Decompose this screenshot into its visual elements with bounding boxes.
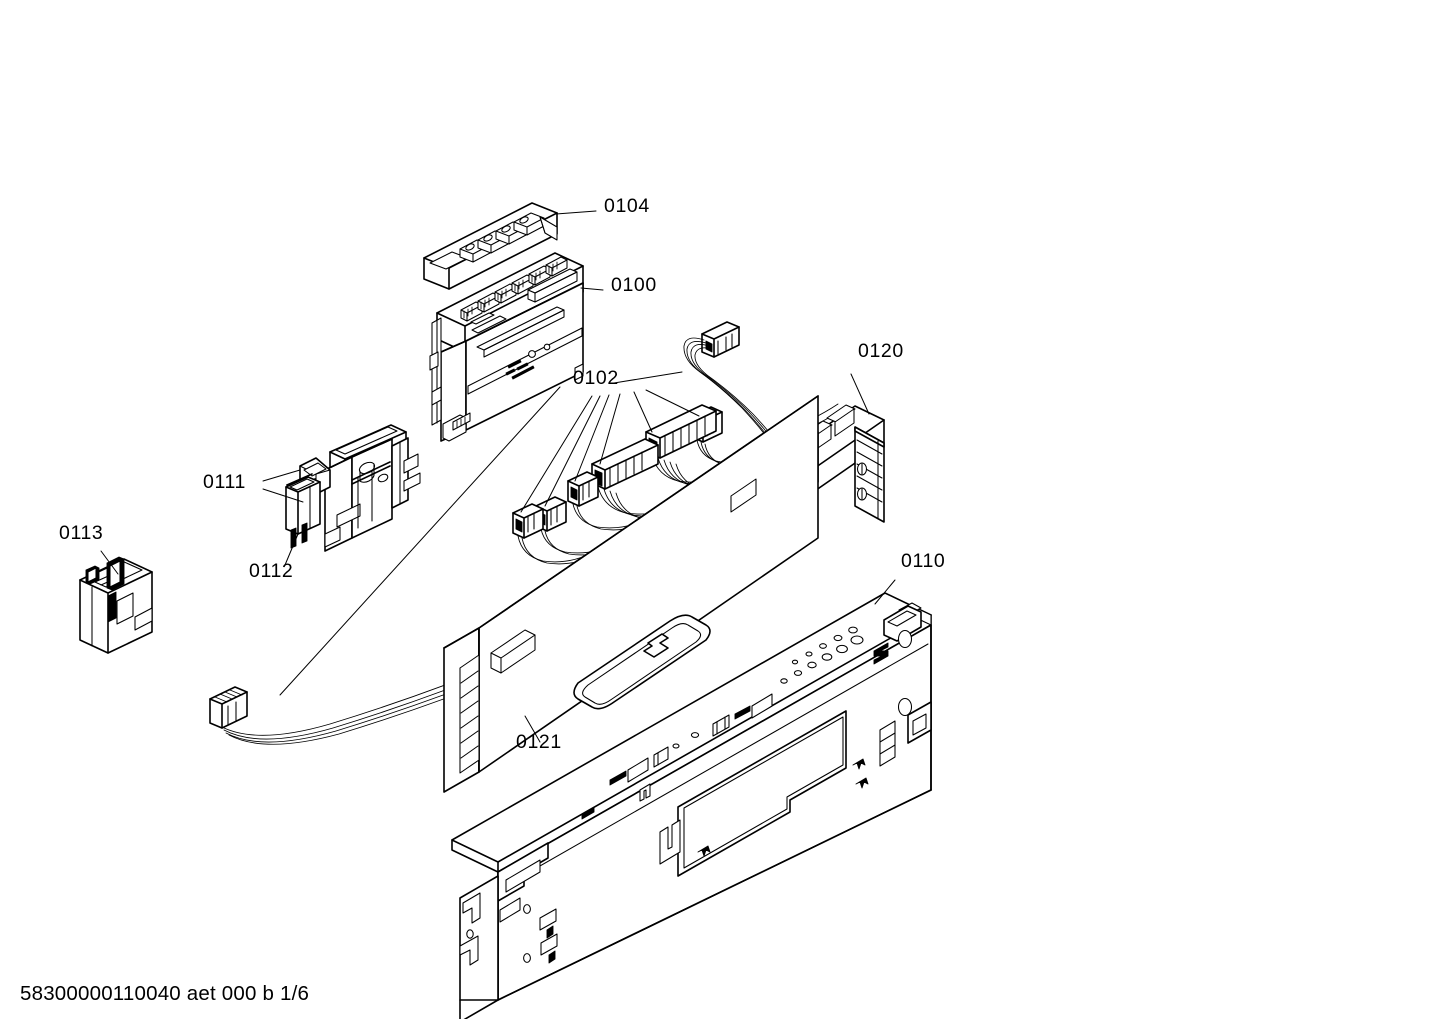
part-labels: 0104 0100 0102 0120 0111 0112 0113 0110 … [59,195,945,753]
label-0121: 0121 [516,731,562,753]
leader-lines [100,210,896,743]
part-0112-door-lock-switch [285,476,321,549]
footer-drawing-number: 58300000110040 aet 000 b 1/6 [20,982,309,1005]
label-0112: 0112 [249,560,293,582]
part-0104-button-key-strip [423,202,558,290]
label-0120: 0120 [858,340,904,362]
label-0104: 0104 [604,195,650,217]
label-0100: 0100 [611,274,657,296]
part-0110-front-panel [451,592,932,1019]
label-0111: 0111 [203,471,246,493]
label-0110: 0110 [901,550,945,572]
part-0100-control-module [429,252,584,442]
part-panel-carrier [443,395,819,793]
label-0102: 0102 [573,367,619,389]
label-0113: 0113 [59,522,103,544]
part-0111-door-lock-assembly [286,424,421,552]
part-0113-relay-block [79,556,153,654]
